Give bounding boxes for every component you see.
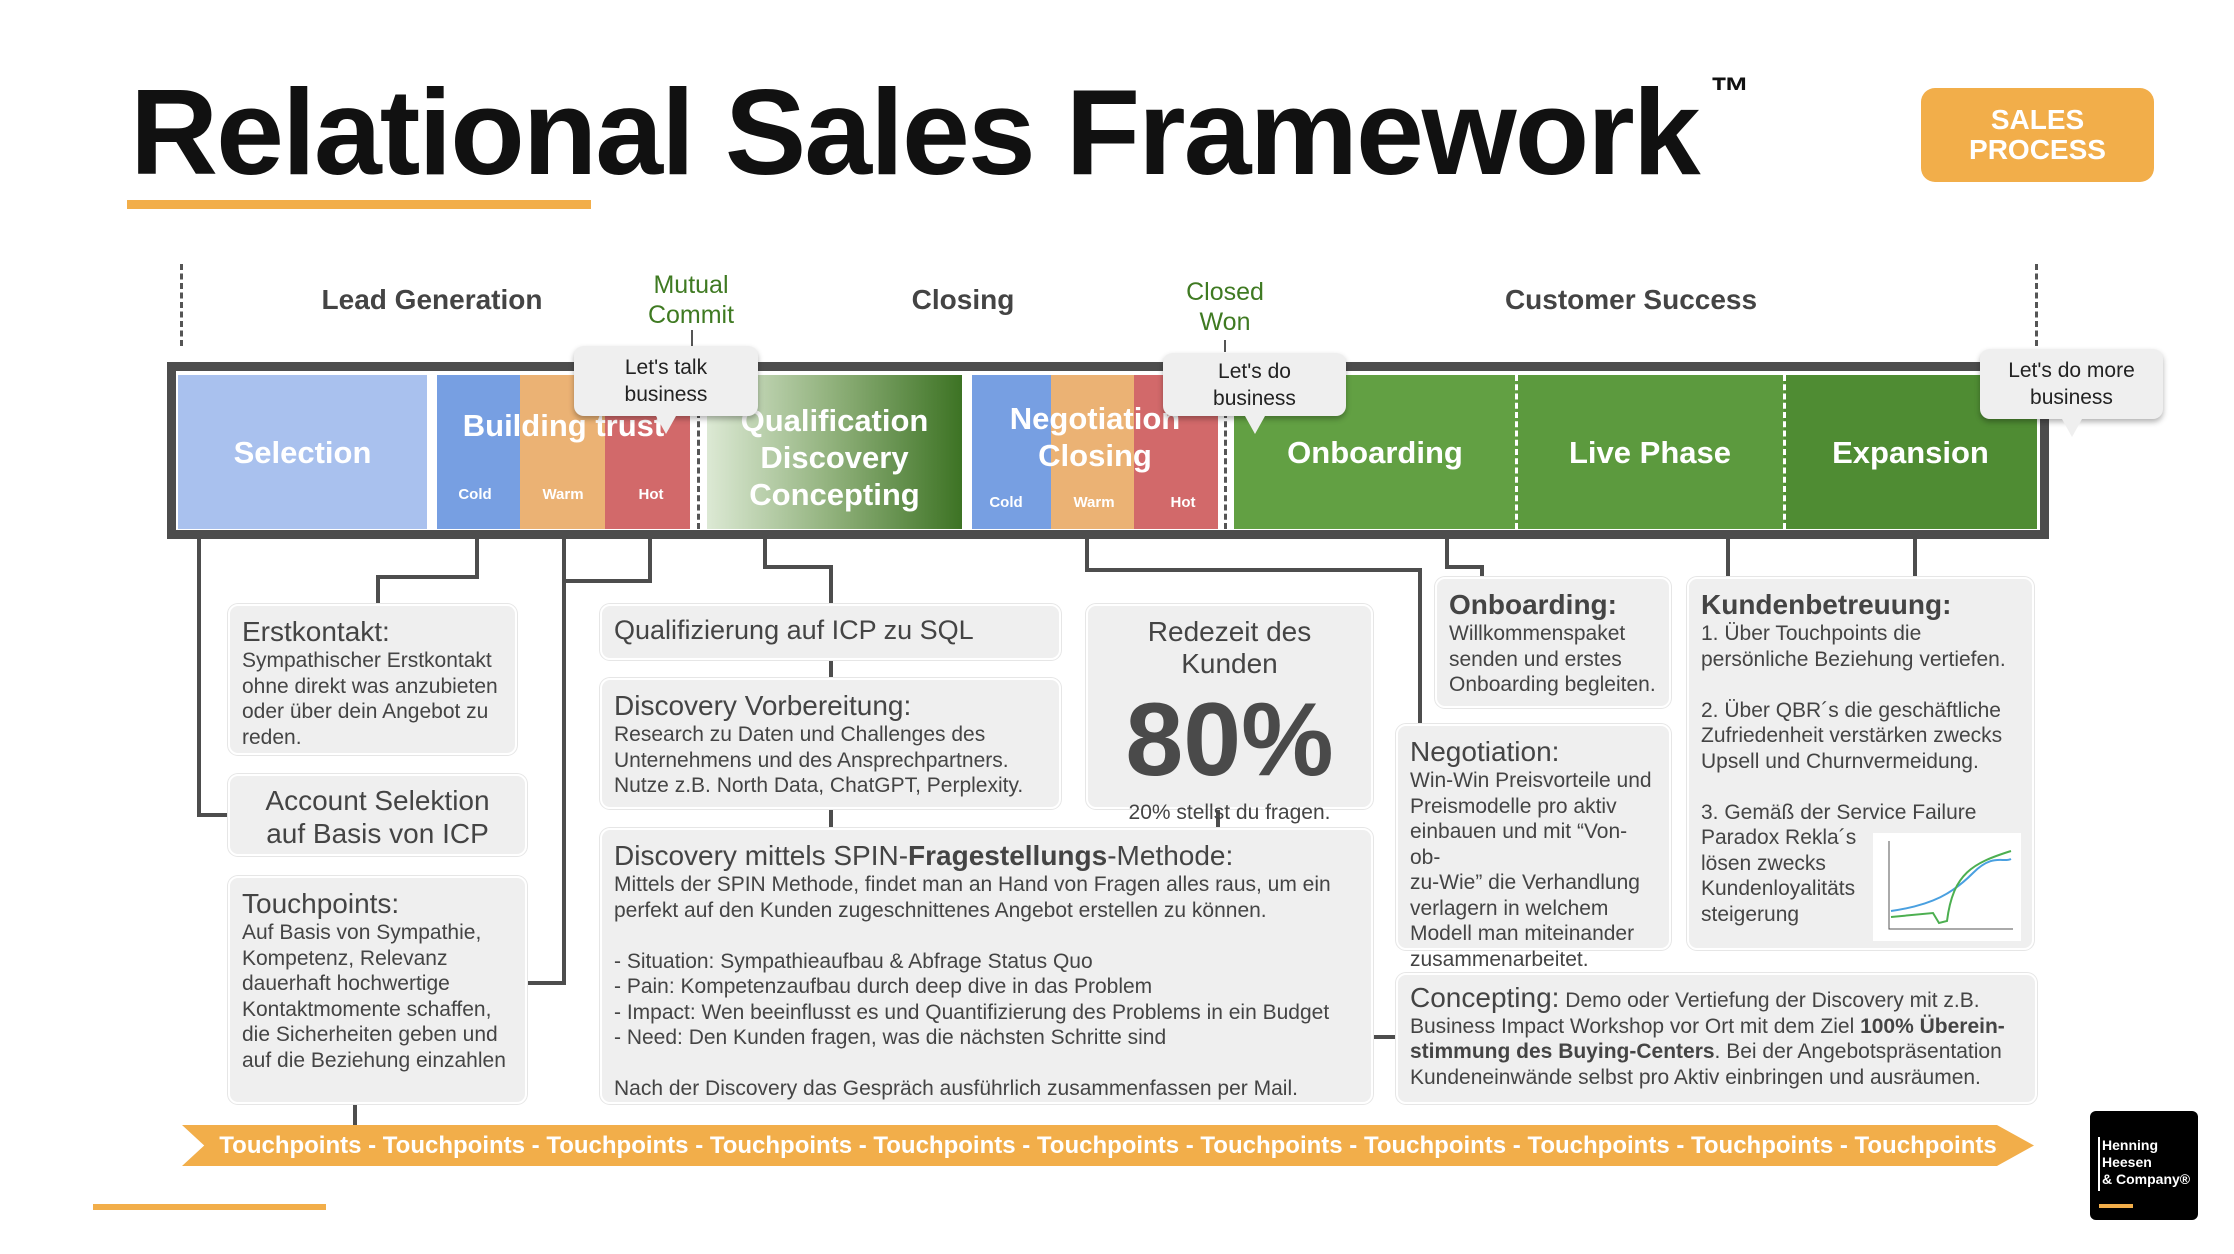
heading: Concepting: [1410,982,1560,1013]
heading: Discovery Vorbereitung: [614,690,912,721]
box-qualifizierung: Qualifizierung auf ICP zu SQL [600,604,1061,660]
heading: Onboarding: [1449,589,1617,620]
box-spin: Discovery mittels SPIN-Fragestellungs-Me… [600,828,1373,1104]
heading: Negotiation: [1410,736,1560,767]
phase-customer-success: Customer Success [1504,284,1758,315]
box-account-selektion: Account Selektion auf Basis von ICP [228,774,527,856]
segment-cold [972,375,1051,529]
callout-lets-talk-business: Let's talk business [574,346,758,434]
milestone-mutual-commit: Mutual Commit [647,271,735,329]
body: Sympathischer Erstkontakt ohne direkt wa… [242,649,498,749]
box-touchpoints: Touchpoints:Auf Basis von Sympathie, Kom… [228,876,527,1104]
trademark: ™ [1710,70,1750,114]
heading: Discovery mittels SPIN-Fragestellungs-Me… [614,840,1234,871]
divider [697,375,700,529]
stage-live-phase: Live Phase [1516,375,1784,529]
body: Mittels der SPIN Methode, findet man an … [614,873,1331,1100]
title-underline [127,200,591,209]
process-frame [167,362,2049,539]
heading: Kundenbetreuung: [1701,589,1952,620]
divider [1515,375,1518,529]
callout-lets-do-more-business: Let's do more business [1980,349,2163,437]
heading: Erstkontakt: [242,616,390,647]
box-concepting: Concepting: Demo oder Vertiefung der Dis… [1396,973,2037,1104]
stage-selection: Selection [178,375,427,529]
body-bold: 100% Überein- stimmung des Buying-Center… [1410,1014,2005,1064]
divider [180,264,183,346]
body: Win-Win Preisvorteile und Preismodelle p… [1410,769,1652,971]
temp-hot: Hot [1170,494,1196,511]
redezeit-value: 80% [1125,682,1334,798]
heading: Touchpoints: [242,888,400,919]
stage-negotiation: Negotiation Closing [1009,401,1181,473]
body: Demo oder Vertiefung der Discovery mit z… [1410,989,1980,1038]
milestone-closed-won: Closed Won [1186,278,1264,336]
body: 1. Über Touchpoints die persönliche Bezi… [1701,622,2006,926]
temp-warm: Warm [542,486,584,503]
callout-lets-do-business: Let's do business [1163,353,1346,434]
phase-lead-generation: Lead Generation [321,284,543,315]
phase-closing: Closing [911,284,1015,315]
heading: Redezeit des Kunden [1147,616,1312,679]
segment-cold [437,375,520,529]
body: . Bei der Angebotspräsentation Kundenein… [1410,1040,2002,1089]
temp-hot: Hot [638,486,664,503]
sales-process-badge: SALES PROCESS [1921,88,2154,182]
box-erstkontakt: Erstkontakt:Sympathischer Erstkontakt oh… [228,604,517,755]
body: Auf Basis von Sympathie, Kompetenz, Rele… [242,921,506,1072]
box-negotiation: Negotiation:Win-Win Preisvorteile und Pr… [1396,724,1671,971]
temp-warm: Warm [1073,494,1115,511]
segment-warm [1051,375,1134,529]
divider [1783,375,1786,529]
body: Research zu Daten und Challenges des Unt… [614,723,1024,797]
loyalty-curve-image [1873,833,2021,941]
divider [2035,264,2038,346]
temp-cold: Cold [989,494,1023,511]
box-onboarding: Onboarding:Willkommenspaket senden und e… [1435,577,1671,708]
divider [1224,375,1227,529]
touchpoints-banner: Touchpoints - Touchpoints - Touchpoints … [182,1125,2034,1166]
body: Willkommenspaket senden und erstes Onboa… [1449,622,1656,696]
temp-cold: Cold [458,486,492,503]
page-title: Relational Sales Framework [130,64,1701,200]
box-kundenbetreuung: Kundenbetreuung:1. Über Touchpoints die … [1687,577,2034,950]
box-discovery-vorbereitung: Discovery Vorbereitung:Research zu Daten… [600,678,1061,809]
company-logo: Henning Heesen & Company® [2090,1111,2198,1220]
body: 20% stellst du fragen. [1128,801,1331,824]
footer-line [93,1204,326,1210]
